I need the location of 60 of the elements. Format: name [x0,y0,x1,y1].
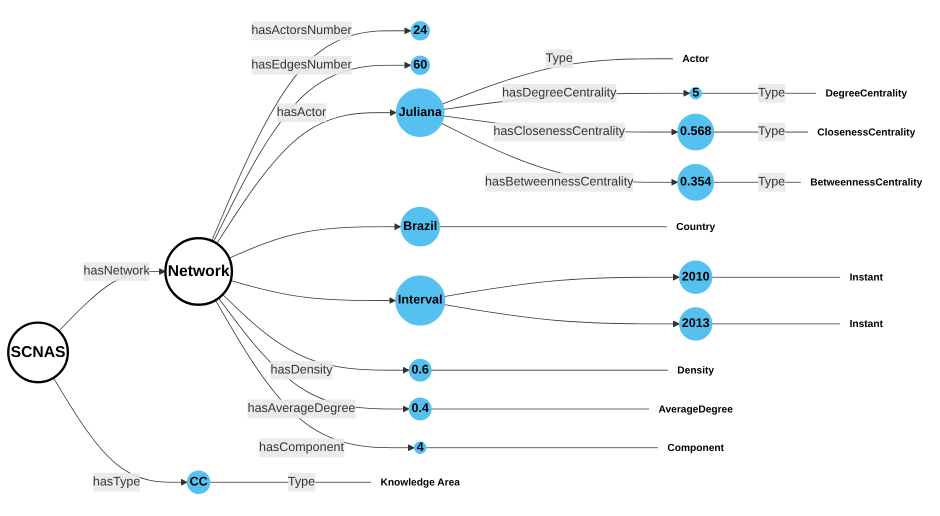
edge-label: Type [758,125,786,138]
edge-label: hasActor [276,106,326,119]
arrow [218,298,410,412]
arrow [53,378,188,486]
node-circle: 0.568 [677,114,714,150]
arrow [228,223,402,259]
node-circle: 60 [410,56,430,75]
edge-label: hasBetweennessCentrality [484,175,634,189]
connector [442,58,674,104]
node-text: AverageDegree [658,402,733,415]
node-text: Actor [682,52,710,64]
node-text: Instant [850,271,883,283]
node-circle: Network [164,237,234,306]
node-circle: 2010 [679,260,712,294]
node-circle: Brazil [400,206,440,247]
edge-label: Type [288,475,316,489]
edge-label: Type [546,52,573,66]
edge-label: hasType [92,475,140,489]
node-circle: 2013 [679,307,712,341]
edge-label: hasComponent [258,440,344,454]
node-circle: 24 [410,21,430,41]
arrow [444,304,680,328]
arrow [222,294,410,374]
arrow [211,27,412,242]
connector [430,408,650,410]
edge-label: Type [758,175,786,189]
node-circle: 4 [414,442,426,454]
edge-label: hasAverageDegree [248,402,356,416]
edge-label: hasClosenessCentrality [493,125,626,138]
node-circle: 5 [689,87,702,100]
edge-label: hasActorsNumber [251,24,352,38]
node-text: Component [667,442,724,454]
node-text: ClosenessCentrality [817,126,916,138]
edge-label: hasEdgesNumber [251,58,352,72]
node-text: Knowledge Area [380,476,460,488]
arrow [230,280,396,304]
arrow [213,62,412,242]
node-text: Country [676,220,716,232]
node-text: BetweennessCentrality [810,176,922,188]
edge-label: hasDensity [270,363,333,376]
connector [439,226,668,228]
node-circle: SCNAS [7,321,69,384]
node-text: DegreeCentrality [826,87,908,99]
node-text: Instant [850,318,883,330]
node-circle: 0.354 [677,164,714,201]
connector [430,370,668,371]
node-circle: Interval [395,276,446,326]
node-text: Density [677,364,714,376]
node-circle: 0.6 [408,358,432,382]
node-circle: CC [186,470,210,494]
node-circle: 0.4 [408,398,432,420]
arrow [215,300,415,452]
arrow [216,109,397,244]
arrow [444,274,680,297]
connector [712,276,841,278]
node-circle: Juliana [396,88,445,138]
connector [426,447,658,448]
edge-label: hasDegreeCentrality [502,86,616,100]
edge-label: hasNetwork [84,264,150,278]
edge-label: Type [758,86,786,100]
